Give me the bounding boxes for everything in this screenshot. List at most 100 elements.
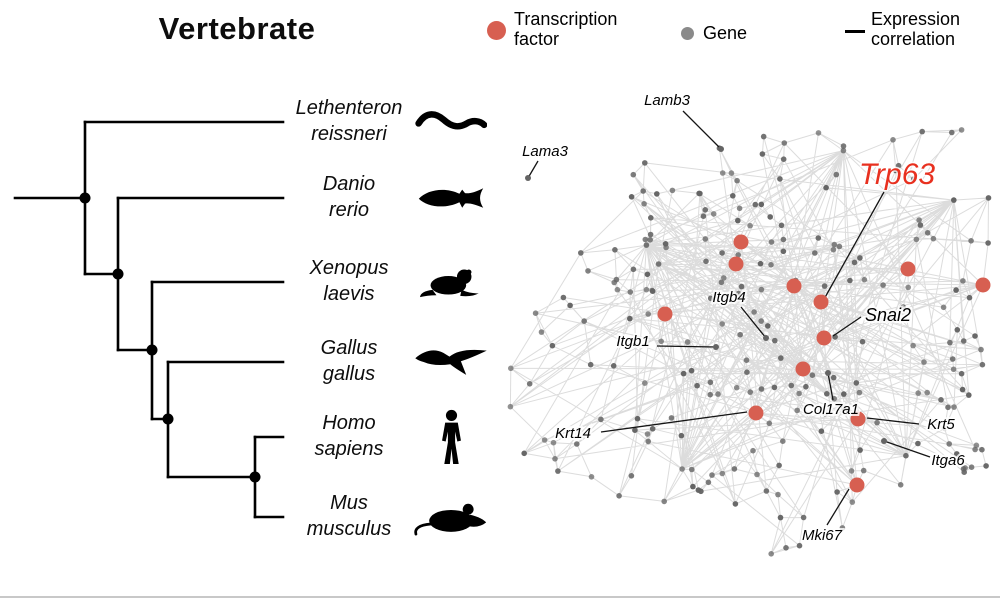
gene-node [815,130,822,136]
label-leader-line [832,316,862,337]
network-label-col17a1: Col17a1 [803,401,859,418]
transcription-factor-legend-label: Transcription factor [514,9,617,49]
human-icon [410,408,492,466]
gene-node [780,156,787,162]
gene-node [695,487,702,493]
tree-node-dot [162,413,174,425]
gene-node [966,392,972,398]
gene-node [616,493,622,499]
network-label-krt14: Krt14 [555,425,591,442]
gene-node [628,194,635,200]
gene-node [578,250,584,256]
gene-node [938,397,944,403]
gene-node [946,441,952,447]
gene-node [803,383,809,390]
gene-node [958,127,965,133]
gene-node [794,407,800,414]
gene-node [690,483,696,490]
gene-node [747,222,753,229]
gene-node [900,304,906,310]
gene-node [757,260,764,267]
gene-node [800,514,807,521]
gene-node [771,384,778,391]
expression-correlation-line-icon [845,30,865,33]
gene-node [718,279,725,286]
tf-node [728,256,744,272]
gene-node [587,361,594,368]
gene-node [680,370,687,377]
gene-node [630,171,637,178]
species-genus: Xenopus [309,257,389,279]
gene-node [552,456,558,462]
gene-node [954,327,961,333]
gene-node [954,451,960,457]
gene-node [700,213,707,219]
gene-node [627,315,633,322]
gene-node [910,176,917,182]
species-name: Mus musculus [286,490,412,542]
network-label-itgb1: Itgb1 [616,333,649,350]
species-genus: Mus [330,492,368,514]
gene-node [960,466,967,472]
mouse-icon [410,488,492,546]
gene-node [949,129,955,136]
gene-node [780,248,787,255]
gene-node [809,372,816,379]
gene-node [840,405,847,411]
gene-node [716,145,723,151]
gene-node [752,201,759,208]
gene-node [613,276,620,283]
gene-node [796,390,802,397]
gene-node [768,262,774,268]
fish-icon [410,169,492,227]
gene-node [719,470,726,477]
gene-node [972,446,978,453]
lamprey-icon [410,93,492,151]
gene-node [611,279,617,286]
gene-node [641,201,647,207]
gene-node [550,439,557,446]
gene-node [541,437,548,443]
gene-node [788,382,795,389]
tf-node [850,411,866,427]
network-leader-lines [525,110,931,526]
gene-node [767,214,773,220]
gene-node [853,380,860,386]
gene-node [812,250,818,256]
gene-node [750,447,756,454]
gene-node [647,237,653,243]
gene-node [823,184,829,191]
gene-node [645,311,651,317]
gene-node [567,302,573,309]
gene-node [919,128,925,135]
gene-node [845,407,852,414]
label-leader-line [527,160,539,179]
tree-node-dot [146,344,158,356]
gene-node [951,404,957,410]
gene-node [718,146,724,152]
tf-node [748,405,764,421]
gene-node [821,283,828,289]
gene-node [645,438,651,445]
gene-node [642,160,648,166]
gene-node [655,261,662,267]
gene-node [649,426,656,432]
species-name: Gallus gallus [286,335,412,387]
gene-node [763,488,770,494]
gene-node [849,499,856,505]
gene-node [648,215,654,221]
gene-node [880,282,886,288]
gene-node [759,151,766,157]
gene-node [758,386,765,392]
gene-node [734,177,740,184]
gene-node [949,356,956,362]
gene-node [951,197,957,203]
legend-line: Transcription [514,9,618,29]
gene-node [916,217,922,223]
gene-node [832,334,838,340]
gene-node [847,277,853,284]
gene-node [780,236,787,243]
gene-node [703,258,709,265]
tf-node [813,294,829,310]
gene-node [777,514,784,521]
